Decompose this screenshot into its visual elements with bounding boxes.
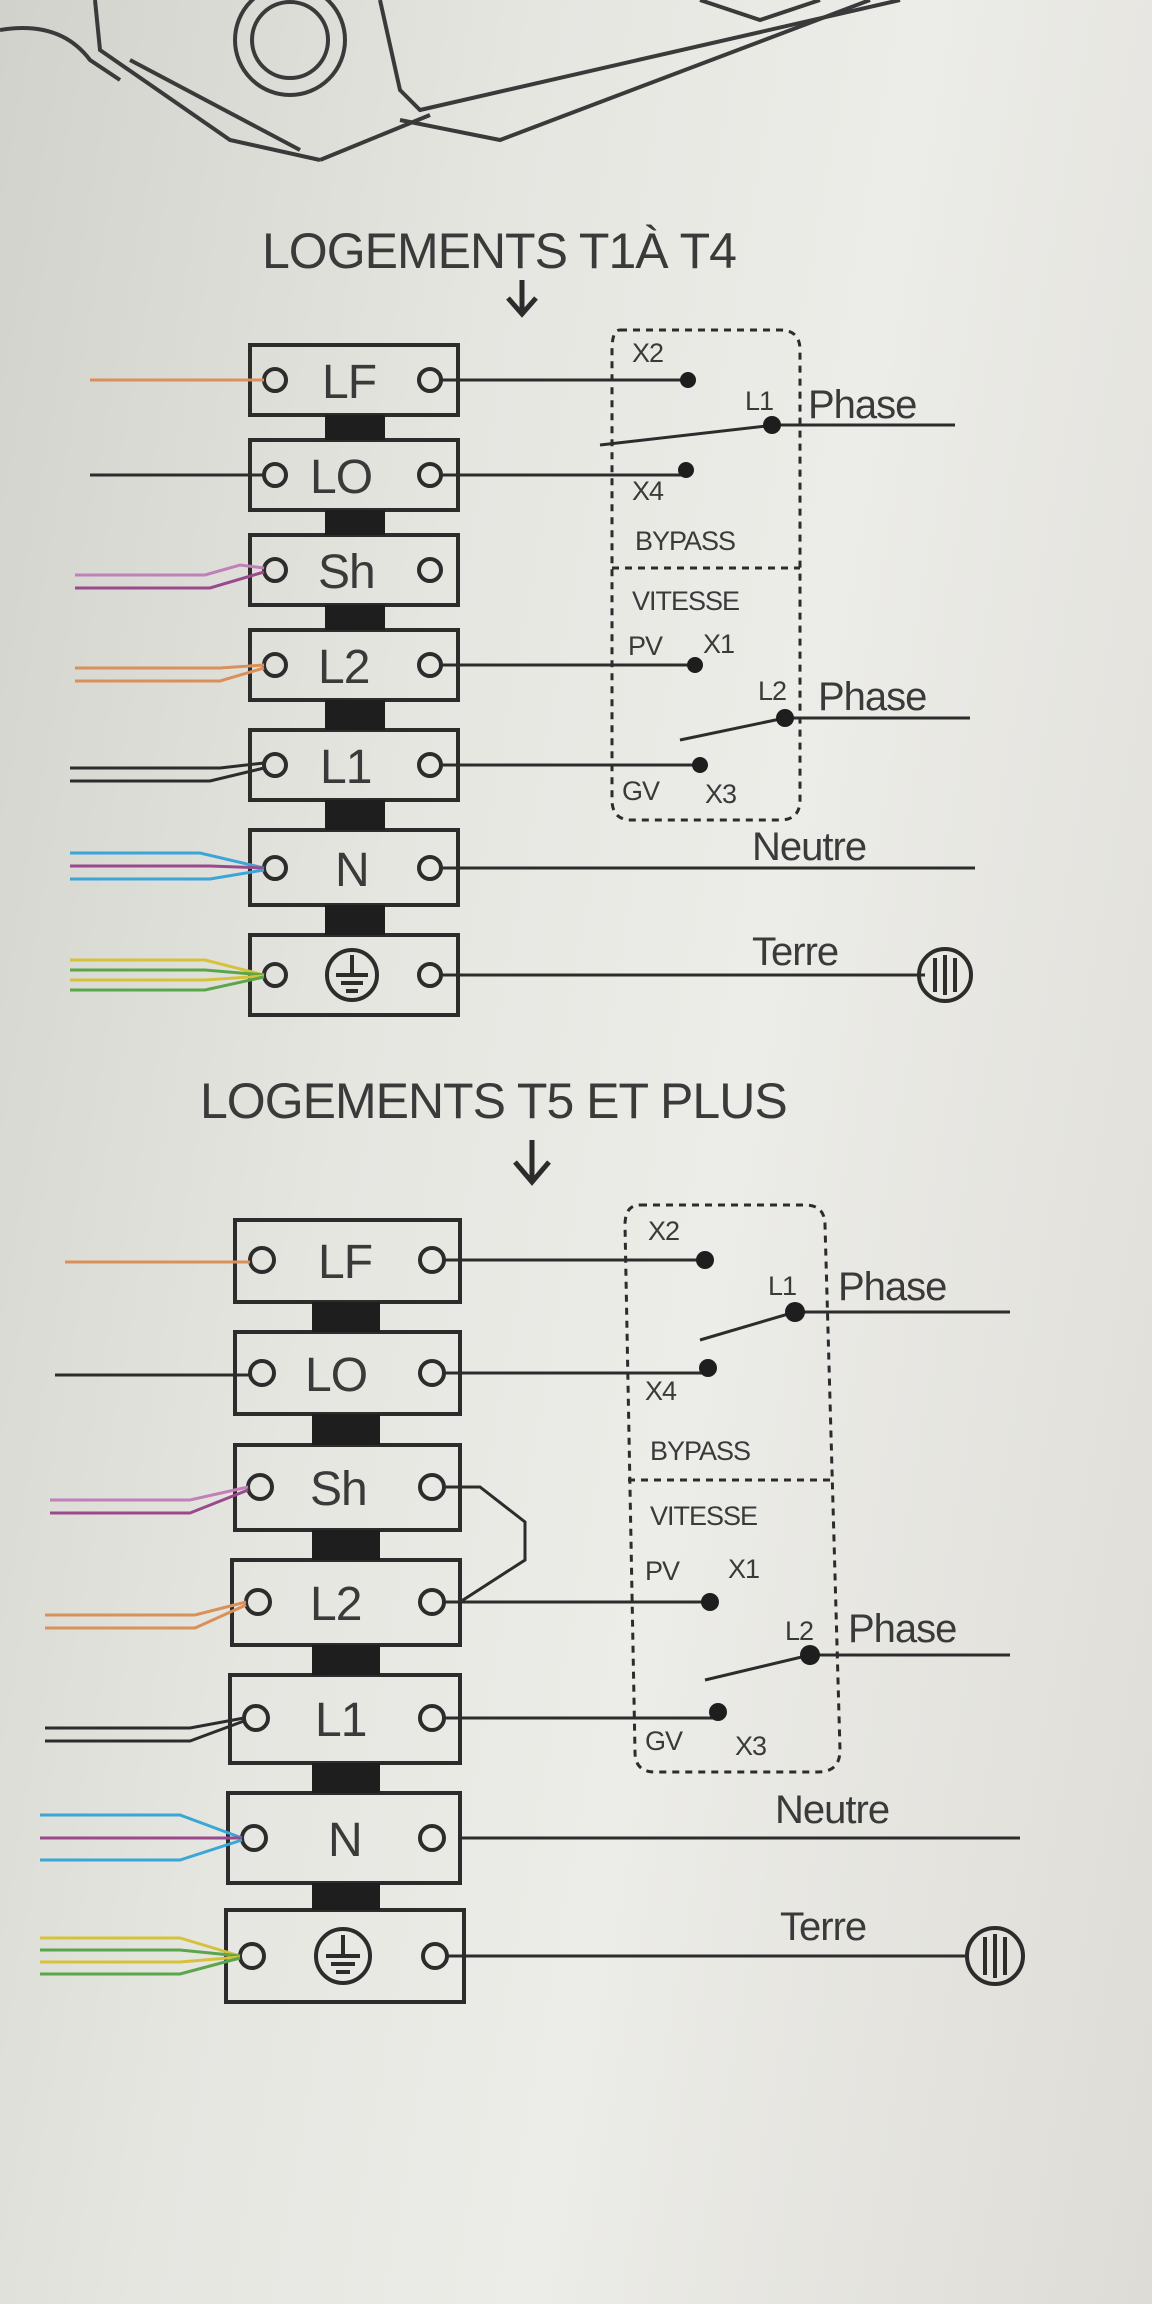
unit-drawing bbox=[0, 0, 901, 162]
s2-label-x3: X3 bbox=[735, 1731, 766, 1761]
s1-label-x2: X2 bbox=[632, 338, 663, 368]
section-2: LOGEMENTS T5 ET PLUS bbox=[40, 1073, 1025, 2004]
s1-label-gv: GV bbox=[622, 776, 660, 806]
s2-input-wires bbox=[40, 1260, 250, 1976]
s1-terminal-sh: Sh bbox=[318, 546, 375, 599]
s1-label-x4: X4 bbox=[632, 476, 664, 506]
s2-label-pv: PV bbox=[645, 1556, 680, 1586]
s2-label-x4: X4 bbox=[645, 1376, 677, 1406]
s1-label-x3: X3 bbox=[705, 779, 736, 809]
s1-output-neutre: Neutre bbox=[752, 825, 866, 869]
s1-label-l2: L2 bbox=[758, 676, 786, 706]
s2-terminal-l1: L1 bbox=[315, 1694, 366, 1747]
s2-terminal-l2: L2 bbox=[310, 1578, 361, 1631]
s2-label-x2: X2 bbox=[648, 1216, 679, 1246]
section-2-title: LOGEMENTS T5 ET PLUS bbox=[200, 1073, 787, 1129]
s1-output-terre: Terre bbox=[752, 930, 838, 974]
s2-terminal-sh: Sh bbox=[310, 1463, 367, 1516]
section-1: LOGEMENTS T1À T4 bbox=[70, 223, 975, 1017]
s2-ground-icon bbox=[314, 1927, 372, 1985]
s1-output-phase-1: Phase bbox=[808, 383, 916, 427]
s2-terminal-lo: LO bbox=[305, 1349, 367, 1402]
s2-label-l2: L2 bbox=[785, 1616, 813, 1646]
s1-label-x1: X1 bbox=[703, 629, 734, 659]
s2-output-neutre: Neutre bbox=[775, 1788, 889, 1832]
s1-ground-icon bbox=[325, 948, 379, 1002]
s1-input-wires bbox=[70, 378, 265, 992]
s2-earth-icon bbox=[965, 1926, 1025, 1986]
s2-output-phase-1: Phase bbox=[838, 1265, 946, 1309]
s1-terminal-lf: LF bbox=[322, 356, 376, 409]
s2-output-terre: Terre bbox=[780, 1905, 866, 1949]
s1-output-phase-2: Phase bbox=[818, 675, 926, 719]
s1-label-l1: L1 bbox=[745, 386, 773, 416]
s1-terminal-l1: L1 bbox=[320, 741, 371, 794]
section-2-arrow-icon bbox=[513, 1140, 551, 1186]
s2-output-phase-2: Phase bbox=[848, 1607, 956, 1651]
section-1-arrow-icon bbox=[506, 280, 538, 318]
s2-terminal-n: N bbox=[328, 1814, 362, 1867]
s1-earth-icon bbox=[917, 947, 973, 1003]
s1-terminal-lo: LO bbox=[310, 451, 372, 504]
s1-label-vitesse: VITESSE bbox=[632, 586, 739, 616]
s2-label-gv: GV bbox=[645, 1726, 683, 1756]
s2-terminal-lf: LF bbox=[318, 1236, 372, 1289]
s1-terminal-l2: L2 bbox=[318, 641, 369, 694]
s1-label-pv: PV bbox=[628, 631, 663, 661]
s2-label-x1: X1 bbox=[728, 1554, 759, 1584]
s2-label-vitesse: VITESSE bbox=[650, 1501, 757, 1531]
s2-label-bypass: BYPASS bbox=[650, 1436, 750, 1466]
section-1-title: LOGEMENTS T1À T4 bbox=[262, 223, 736, 279]
s1-terminal-n: N bbox=[335, 844, 369, 897]
s1-label-bypass: BYPASS bbox=[635, 526, 735, 556]
s2-label-l1: L1 bbox=[768, 1271, 796, 1301]
